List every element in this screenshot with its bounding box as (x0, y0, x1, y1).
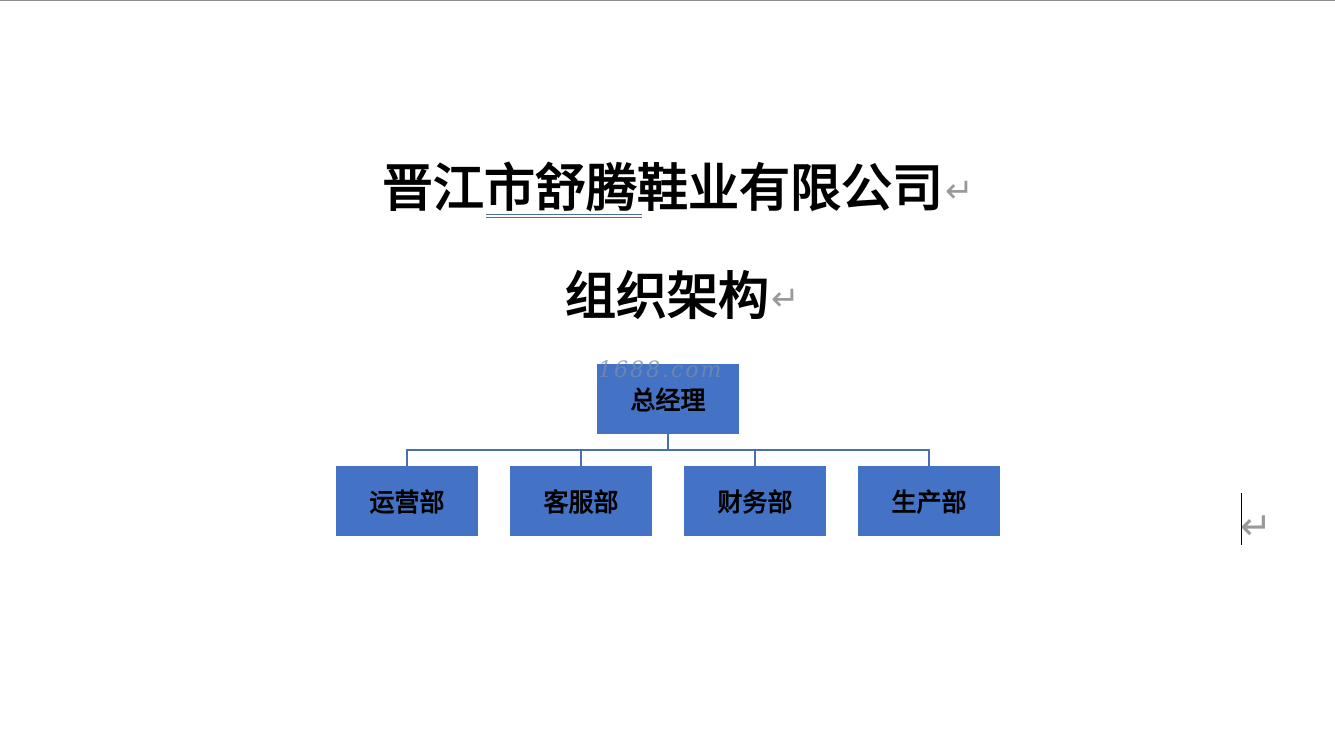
org-node-operations[interactable]: 运营部 (336, 466, 478, 536)
paragraph-mark-icon: ↵ (945, 171, 974, 211)
grammar-check-underline[interactable] (486, 214, 642, 218)
org-node-label: 总经理 (630, 386, 706, 415)
watermark-text: 1688.com (598, 358, 724, 383)
org-node-production[interactable]: 生产部 (858, 466, 1000, 536)
org-node-label: 客服部 (543, 488, 619, 517)
connector-fin (754, 449, 756, 466)
company-name-text: 晋江市舒腾鞋业有限公司 (382, 160, 944, 219)
org-node-label: 财务部 (717, 488, 793, 517)
org-node-customer-service[interactable]: 客服部 (510, 466, 652, 536)
org-node-finance[interactable]: 财务部 (684, 466, 826, 536)
title-paragraph-structure[interactable]: 组织架构↵ (565, 266, 800, 331)
connector-prod (928, 449, 930, 466)
org-node-general-manager[interactable]: 总经理 (597, 364, 739, 434)
title-paragraph-company[interactable]: 晋江市舒腾鞋业有限公司↵ (382, 158, 974, 223)
paragraph-mark-icon[interactable]: ↵ (1240, 504, 1272, 548)
org-node-label: 生产部 (891, 488, 967, 517)
paragraph-mark-icon: ↵ (771, 279, 800, 319)
text-cursor (1241, 493, 1242, 545)
connector-cs (580, 449, 582, 466)
connector-horizontal (406, 449, 930, 451)
connector-root-down (667, 434, 669, 450)
page-top-border (0, 0, 1335, 1)
connector-ops (406, 449, 408, 466)
structure-title-text: 组织架构 (565, 268, 770, 327)
org-node-label: 运营部 (369, 488, 445, 517)
